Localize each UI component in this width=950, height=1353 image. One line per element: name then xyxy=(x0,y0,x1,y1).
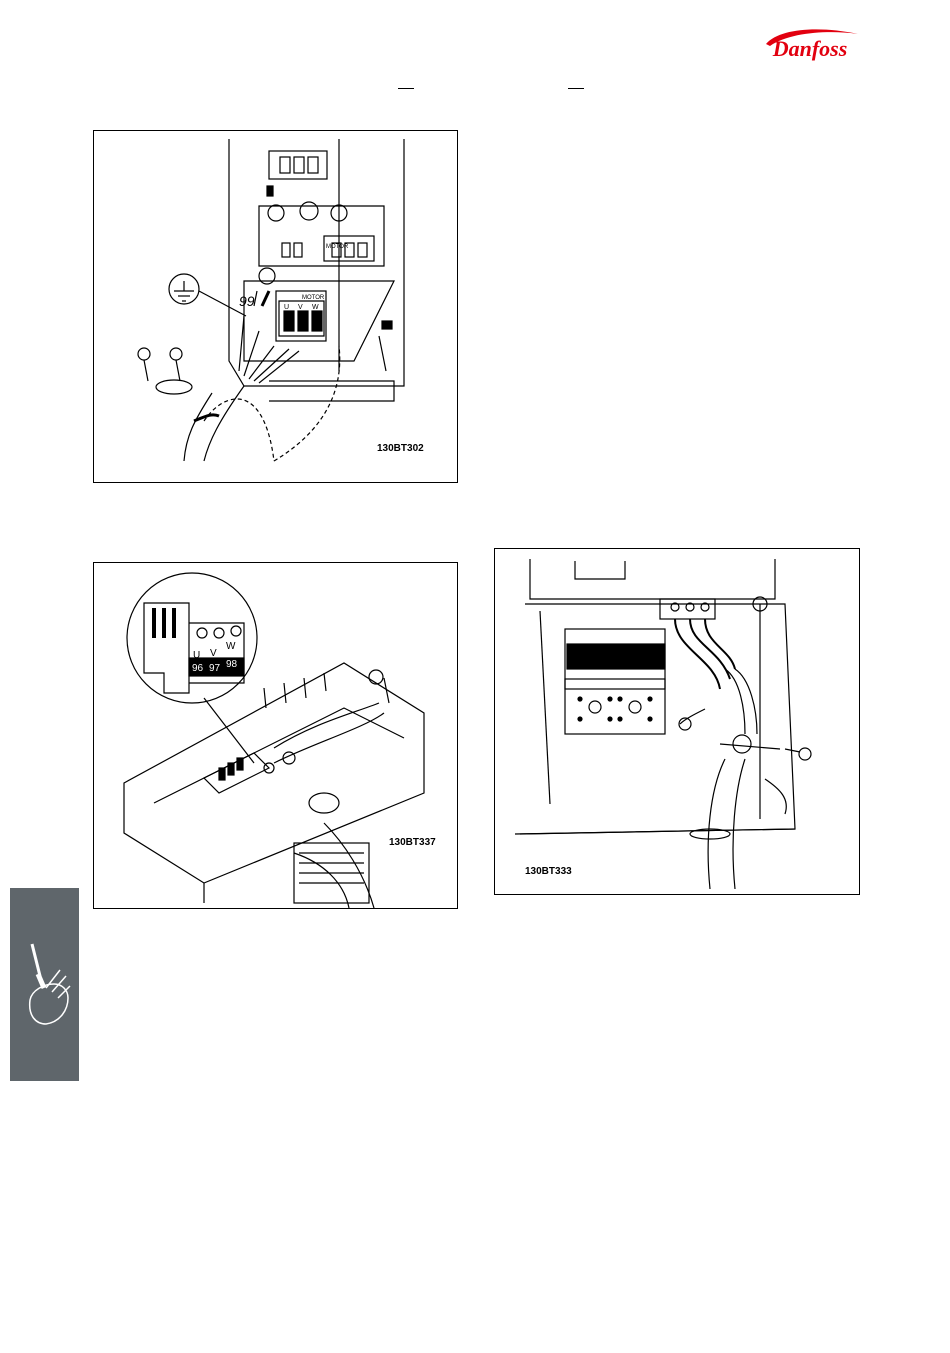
figure-1-v-label: V xyxy=(298,304,303,311)
figure-2-u-label: U xyxy=(193,650,200,661)
figure-2-illustration: U V W 96 97 98 130BT337 xyxy=(94,563,457,908)
figure-2-terminal-96: 96 xyxy=(192,663,204,674)
figure-2-terminal-98: 98 xyxy=(226,659,238,670)
figure-1-w-label: W xyxy=(312,304,319,311)
figure-1-illustration: 99 MOTOR MOTOR U V W 130BT302 xyxy=(94,131,457,482)
danfoss-logo: Danfoss xyxy=(760,24,864,66)
figure-1-code: 130BT302 xyxy=(377,443,424,454)
figure-2-code: 130BT337 xyxy=(389,837,436,848)
figure-motor-connection-1: 99 MOTOR MOTOR U V W 130BT302 xyxy=(93,130,458,483)
figure-1-u-label: U xyxy=(284,304,289,311)
figure-2-w-label: W xyxy=(226,641,236,652)
brand-name: Danfoss xyxy=(772,36,848,61)
header-mark-1 xyxy=(398,88,414,89)
figure-motor-connection-3: 130BT333 xyxy=(494,548,860,895)
figure-1-terminal-label: 99 xyxy=(239,293,255,309)
chapter-side-tab xyxy=(10,888,79,1081)
figure-2-terminal-97: 97 xyxy=(209,663,221,674)
header-mark-2 xyxy=(568,88,584,89)
figure-2-v-label: V xyxy=(210,648,217,659)
figure-3-illustration: 130BT333 xyxy=(495,549,859,894)
figure-3-code: 130BT333 xyxy=(525,866,572,877)
screwdriver-hand-icon xyxy=(16,940,74,1030)
figure-motor-connection-2: U V W 96 97 98 130BT337 xyxy=(93,562,458,909)
figure-1-motor-label: MOTOR xyxy=(302,295,325,301)
figure-1-motor-top-label: MOTOR xyxy=(326,244,349,250)
